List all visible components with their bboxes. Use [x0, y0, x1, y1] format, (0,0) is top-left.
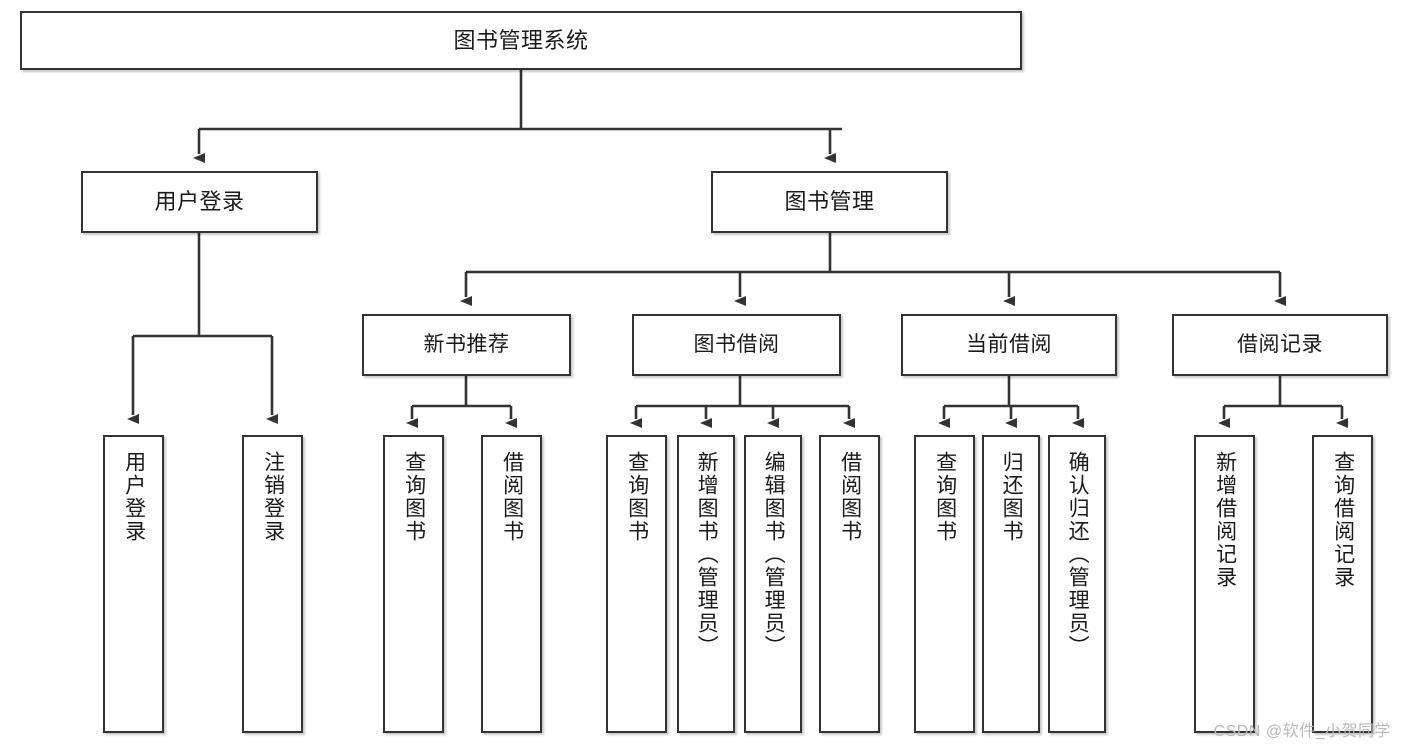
node-label: 新增图书（管理员）	[695, 451, 719, 658]
node-label: 新增借阅记录	[1213, 451, 1237, 589]
node-leaf-query-record[interactable]: 查询借阅记录	[1312, 435, 1373, 733]
node-label: 借阅图书	[838, 451, 862, 543]
node-leaf-edit-book[interactable]: 编辑图书（管理员）	[744, 435, 802, 733]
node-leaf-logout-login[interactable]: 注销登录	[242, 435, 303, 733]
node-label: 用户登录	[122, 451, 146, 543]
node-leaf-query-book-1[interactable]: 查询图书	[383, 435, 444, 733]
node-label: 查询图书	[933, 451, 957, 543]
node-label: 图书借阅	[693, 332, 780, 356]
watermark-text: CSDN @软件_小贺同学	[1213, 723, 1391, 740]
node-leaf-add-record[interactable]: 新增借阅记录	[1194, 435, 1255, 733]
node-label: 确认归还（管理员）	[1066, 451, 1090, 658]
node-label: 新书推荐	[423, 332, 510, 356]
node-leaf-user-login[interactable]: 用户登录	[103, 435, 164, 733]
node-label: 编辑图书（管理员）	[762, 451, 786, 658]
node-leaf-add-book[interactable]: 新增图书（管理员）	[677, 435, 735, 733]
node-label: 归还图书	[1000, 451, 1024, 543]
node-leaf-query-book-3[interactable]: 查询图书	[914, 435, 975, 733]
node-label: 查询图书	[402, 451, 426, 543]
node-root-system[interactable]: 图书管理系统	[20, 11, 1022, 70]
node-book-management[interactable]: 图书管理	[711, 171, 948, 233]
node-label: 借阅记录	[1237, 332, 1323, 356]
node-label: 图书管理	[784, 189, 875, 215]
node-leaf-confirm-return[interactable]: 确认归还（管理员）	[1048, 435, 1106, 733]
node-user-login[interactable]: 用户登录	[81, 171, 318, 233]
node-leaf-borrow-book-1[interactable]: 借阅图书	[481, 435, 542, 733]
node-label: 查询图书	[625, 451, 649, 543]
node-label: 当前借阅	[966, 332, 1052, 356]
node-label: 图书管理系统	[453, 27, 589, 53]
node-borrow-record[interactable]: 借阅记录	[1172, 314, 1388, 376]
node-leaf-return-book[interactable]: 归还图书	[982, 435, 1040, 733]
node-new-book-recommend[interactable]: 新书推荐	[362, 314, 571, 376]
node-current-borrow[interactable]: 当前借阅	[901, 314, 1117, 376]
node-label: 注销登录	[261, 451, 285, 543]
node-leaf-borrow-book-2[interactable]: 借阅图书	[819, 435, 880, 733]
node-label: 用户登录	[154, 189, 245, 215]
node-book-borrow[interactable]: 图书借阅	[632, 314, 841, 376]
node-label: 借阅图书	[500, 451, 524, 543]
node-label: 查询借阅记录	[1331, 451, 1355, 589]
node-leaf-query-book-2[interactable]: 查询图书	[606, 435, 667, 733]
